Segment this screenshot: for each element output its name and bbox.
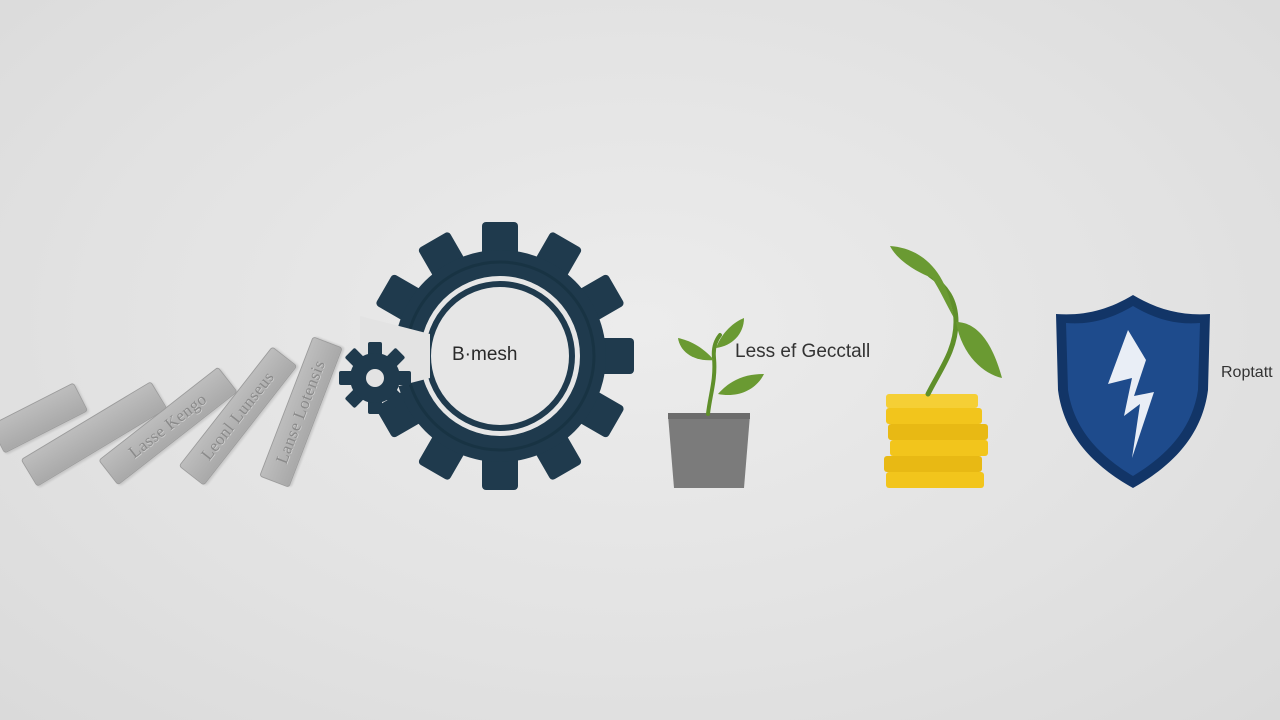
- gear-label: B·mesh: [452, 344, 518, 365]
- growth-label: Less ef Gecctall: [735, 341, 871, 362]
- small-gear-icon: [339, 342, 411, 414]
- shield-label: Roptatt: [1221, 364, 1273, 381]
- coin-stack-plant-icon: [884, 246, 1002, 488]
- shield-lightning-icon: [1056, 295, 1210, 488]
- sprout-pot-icon: [668, 318, 764, 488]
